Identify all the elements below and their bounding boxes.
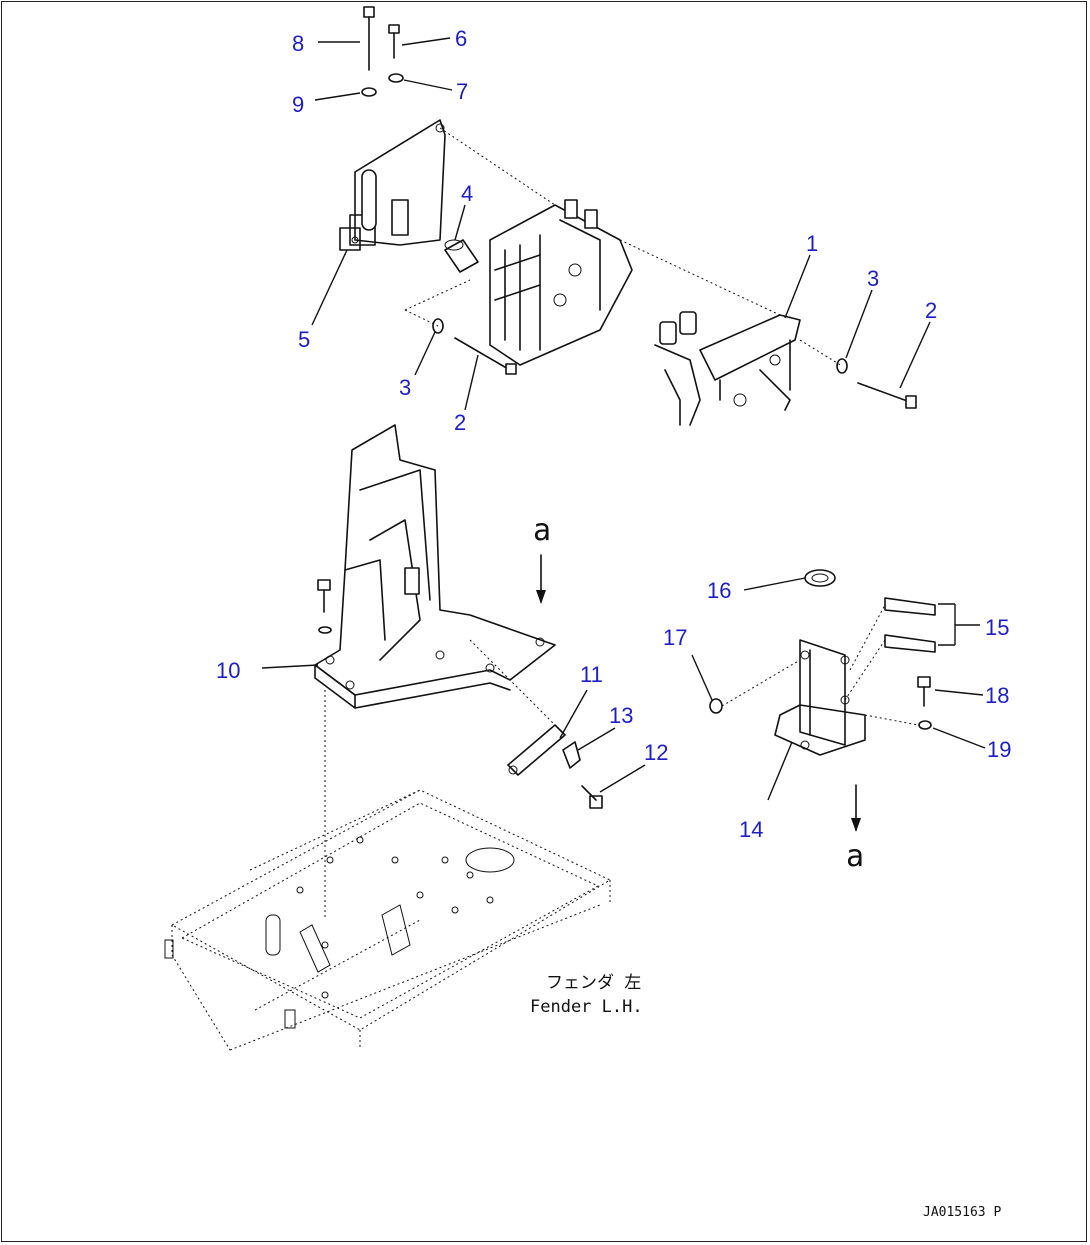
callout-2-right: 2 xyxy=(925,298,937,323)
view-mark-top: a xyxy=(533,513,551,548)
fender-lh-frame xyxy=(164,789,612,1051)
callout-2-left: 2 xyxy=(454,410,466,435)
callout-10: 10 xyxy=(216,658,240,683)
callout-18: 18 xyxy=(985,683,1009,708)
callout-11: 11 xyxy=(580,662,603,687)
callout-7: 7 xyxy=(456,79,468,104)
view-mark-bottom: a xyxy=(846,839,864,874)
bracket-part-14 xyxy=(774,639,866,756)
leader-lines xyxy=(261,37,986,801)
fender-label-en: Fender L.H. xyxy=(530,997,643,1017)
stand-part-10 xyxy=(314,424,556,709)
pipe-part-4 xyxy=(444,239,479,273)
control-valve xyxy=(489,199,633,366)
assembly-lines xyxy=(324,127,919,920)
view-arrow-bottom xyxy=(851,784,861,832)
callout-4: 4 xyxy=(461,181,473,206)
lever-assembly-part-1 xyxy=(654,311,801,426)
callout-5: 5 xyxy=(298,327,310,352)
fender-label-jp: フェンダ 左 xyxy=(546,973,641,993)
callout-3-right: 3 xyxy=(867,266,879,291)
callout-19: 19 xyxy=(987,737,1011,762)
callout-16: 16 xyxy=(707,578,731,603)
callout-12: 12 xyxy=(644,740,668,765)
callout-15: 15 xyxy=(985,615,1009,640)
callouts: 1 2 2 3 3 4 5 6 7 8 9 10 11 12 13 14 15 … xyxy=(216,26,1011,842)
callout-8: 8 xyxy=(292,31,304,56)
callout-14: 14 xyxy=(739,817,763,842)
view-arrow-top xyxy=(536,554,546,604)
callout-17: 17 xyxy=(663,625,687,650)
callout-9: 9 xyxy=(292,92,304,117)
callout-6: 6 xyxy=(455,26,467,51)
bracket-part-5 xyxy=(339,119,446,251)
callout-13: 13 xyxy=(609,703,633,728)
callout-3-left: 3 xyxy=(399,375,411,400)
drawing-code: JA015163 P xyxy=(923,1205,1001,1220)
callout-1: 1 xyxy=(806,231,818,256)
